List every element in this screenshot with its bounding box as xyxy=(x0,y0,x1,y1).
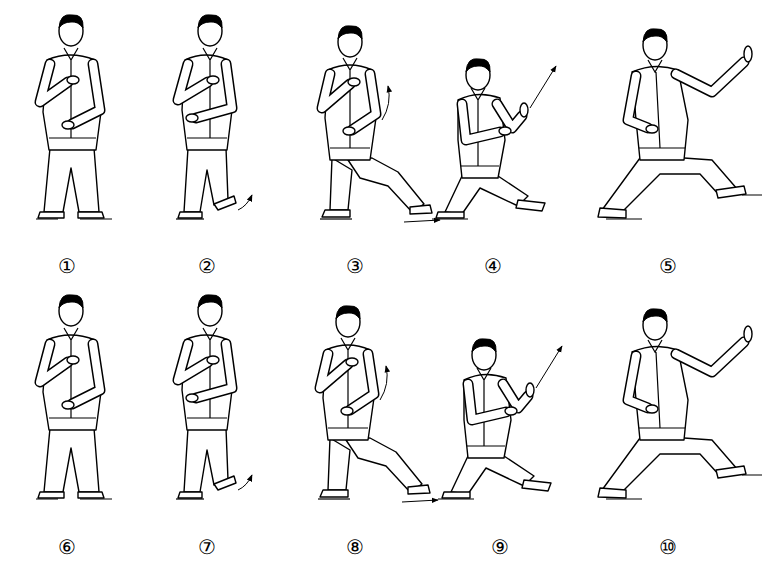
step-number: ② xyxy=(187,254,227,278)
posture-figure xyxy=(598,309,762,499)
posture-figure xyxy=(318,306,438,502)
posture-figure xyxy=(176,295,252,499)
posture-figure xyxy=(320,26,440,222)
posture-figure xyxy=(36,295,112,499)
step-number: ④ xyxy=(473,254,513,278)
posture-figure xyxy=(438,339,562,499)
step-number: ⑦ xyxy=(187,535,227,559)
step-number: ⑧ xyxy=(335,535,375,559)
posture-figure xyxy=(432,59,556,219)
step-number: ① xyxy=(47,254,87,278)
step-number: ⑤ xyxy=(648,254,688,278)
posture-figure xyxy=(36,15,112,219)
posture-figure xyxy=(176,15,252,219)
posture-figure xyxy=(598,29,762,219)
step-number: ③ xyxy=(335,254,375,278)
step-number: ⑨ xyxy=(480,535,520,559)
step-number: ⑥ xyxy=(47,535,87,559)
step-number: ⑩ xyxy=(648,535,688,559)
